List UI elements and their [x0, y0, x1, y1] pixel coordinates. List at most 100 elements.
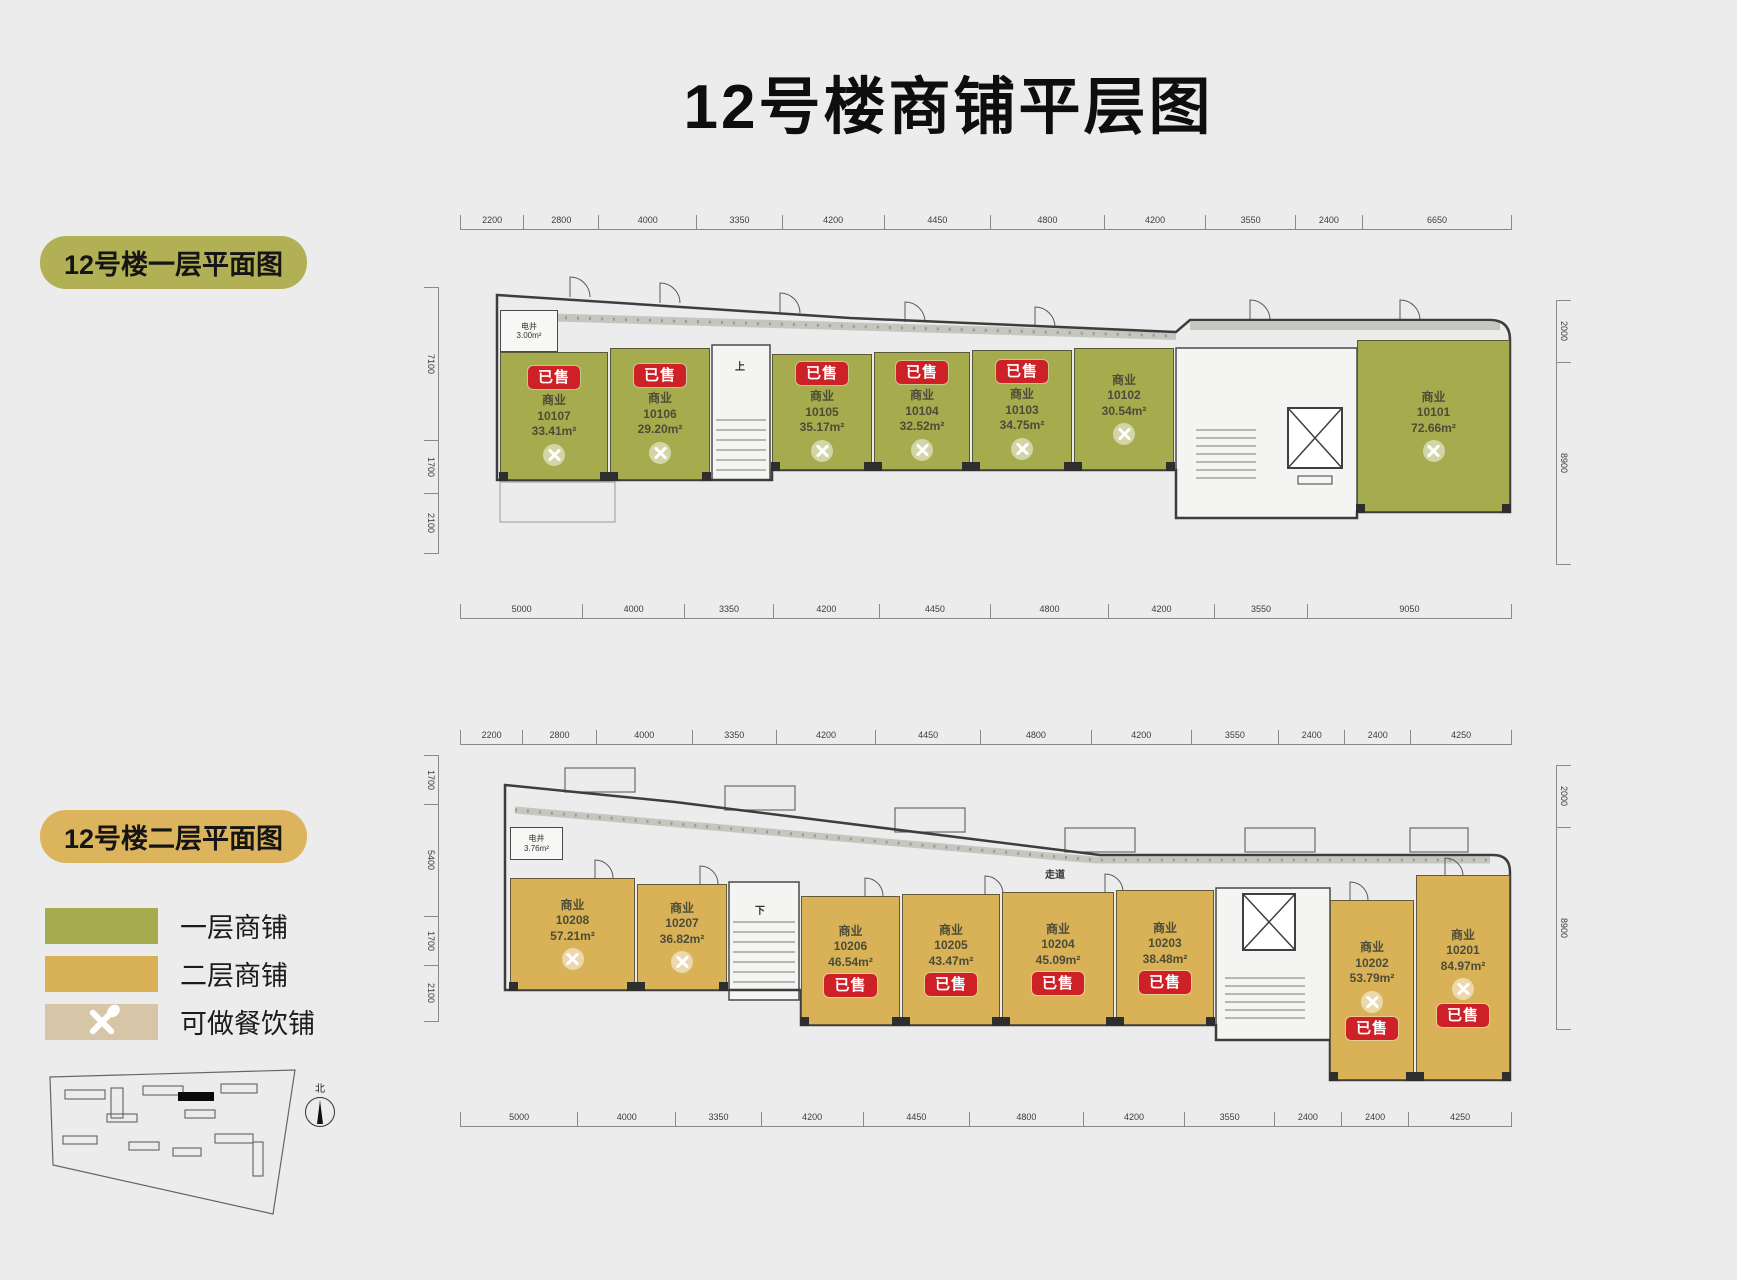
dimension-segment: 4200: [1090, 730, 1191, 744]
dimension-segment: 2400: [1273, 1112, 1341, 1126]
restaurant-icon: [561, 948, 584, 971]
restaurant-icon: [649, 441, 671, 464]
legend-label: 可做餐饮铺: [180, 1009, 315, 1039]
dimension-segment: 2800: [522, 730, 596, 744]
legend-swatch-floor2: [45, 955, 158, 992]
dimension-segment: 3350: [684, 604, 773, 618]
dimension-segment: 4800: [979, 730, 1091, 744]
walkway-band: [504, 312, 1500, 340]
legend-swatch-restaurant: [45, 1001, 158, 1040]
dimension-column-floor2-right: 2000 8900: [1556, 765, 1571, 1030]
dimension-segment: 2400: [1294, 215, 1362, 229]
compass-icon: 北: [300, 1080, 340, 1127]
dimension-segment: 5400: [424, 804, 438, 915]
dimension-segment: 9050: [1306, 604, 1511, 618]
sold-badge: 已售: [527, 366, 580, 390]
compass-dial: [305, 1097, 335, 1127]
dimension-segment: 1700: [424, 440, 438, 493]
dimension-segment: 4200: [1082, 1112, 1185, 1126]
elevator-icon: [1287, 407, 1343, 485]
dimension-segment: 4000: [577, 1112, 675, 1126]
restaurant-icon: [543, 443, 565, 466]
legend-item-restaurant: 可做餐饮铺: [45, 1001, 315, 1041]
dimension-segment: 1700: [424, 915, 438, 965]
dimension-segment: 4450: [875, 730, 979, 744]
annex-outline: [499, 481, 616, 523]
sold-badge: 已售: [1031, 972, 1084, 996]
dimension-segment: 3550: [1190, 730, 1279, 744]
page-title: 12号楼商铺平层图: [683, 73, 1214, 142]
dimension-segment: 8900: [1557, 826, 1571, 1029]
dimension-segment: 4250: [1408, 1112, 1511, 1126]
entrance-lobby: [1215, 887, 1331, 1041]
dimension-segment: 7100: [426, 354, 436, 375]
dimension-segment: 3550: [1205, 215, 1294, 229]
dimension-segment: 8900: [1557, 361, 1571, 564]
site-buildings: [62, 1083, 264, 1177]
legend-item-floor2: 二层商铺: [45, 954, 288, 993]
dimension-segment: 5000: [460, 604, 582, 618]
dimension-segment: 2400: [1341, 1112, 1408, 1126]
legend-swatch-floor1: [45, 907, 158, 944]
sold-badge: 已售: [895, 361, 948, 385]
stair-up-label: 上: [735, 362, 745, 373]
dimension-segment: 3350: [691, 730, 776, 744]
dimension-segment: 4200: [772, 604, 879, 618]
restaurant-icon: [811, 439, 833, 462]
sold-badge: 已售: [924, 973, 977, 997]
dimension-segment: 4450: [883, 215, 991, 229]
dimension-segment: 4800: [990, 215, 1103, 229]
dimension-segment: 6650: [1362, 215, 1511, 229]
dimension-segment: 3550: [1214, 604, 1307, 618]
dimension-segment: 2400: [1344, 730, 1410, 744]
stairwell: [728, 881, 800, 1001]
dimension-segment: 2000: [1559, 786, 1569, 807]
highlighted-building-12: [178, 1092, 214, 1101]
dimension-segment: 4200: [1108, 604, 1214, 618]
dimension-segment: 4000: [598, 215, 696, 229]
utility-room-area: 3.00m²: [516, 331, 542, 340]
dimension-segment: 4000: [582, 604, 684, 618]
restaurant-icon: [1452, 978, 1474, 1001]
legend-item-floor1: 一层商铺: [45, 906, 288, 945]
fork-spoon-icon: [82, 1001, 122, 1038]
floor1-section-label: 12号楼一层平面图: [40, 236, 308, 289]
dimension-segment: 4450: [878, 604, 990, 618]
north-label: 北: [315, 1084, 325, 1095]
restaurant-icon: [671, 951, 693, 974]
stair-down-label: 下: [755, 906, 765, 917]
dimension-segment: 4200: [775, 730, 876, 744]
floor2-section-label: 12号楼二层平面图: [40, 810, 308, 863]
dimension-segment: 2100: [424, 964, 438, 1021]
restaurant-icon: [1361, 990, 1383, 1013]
dimension-segment: 2200: [460, 730, 522, 744]
